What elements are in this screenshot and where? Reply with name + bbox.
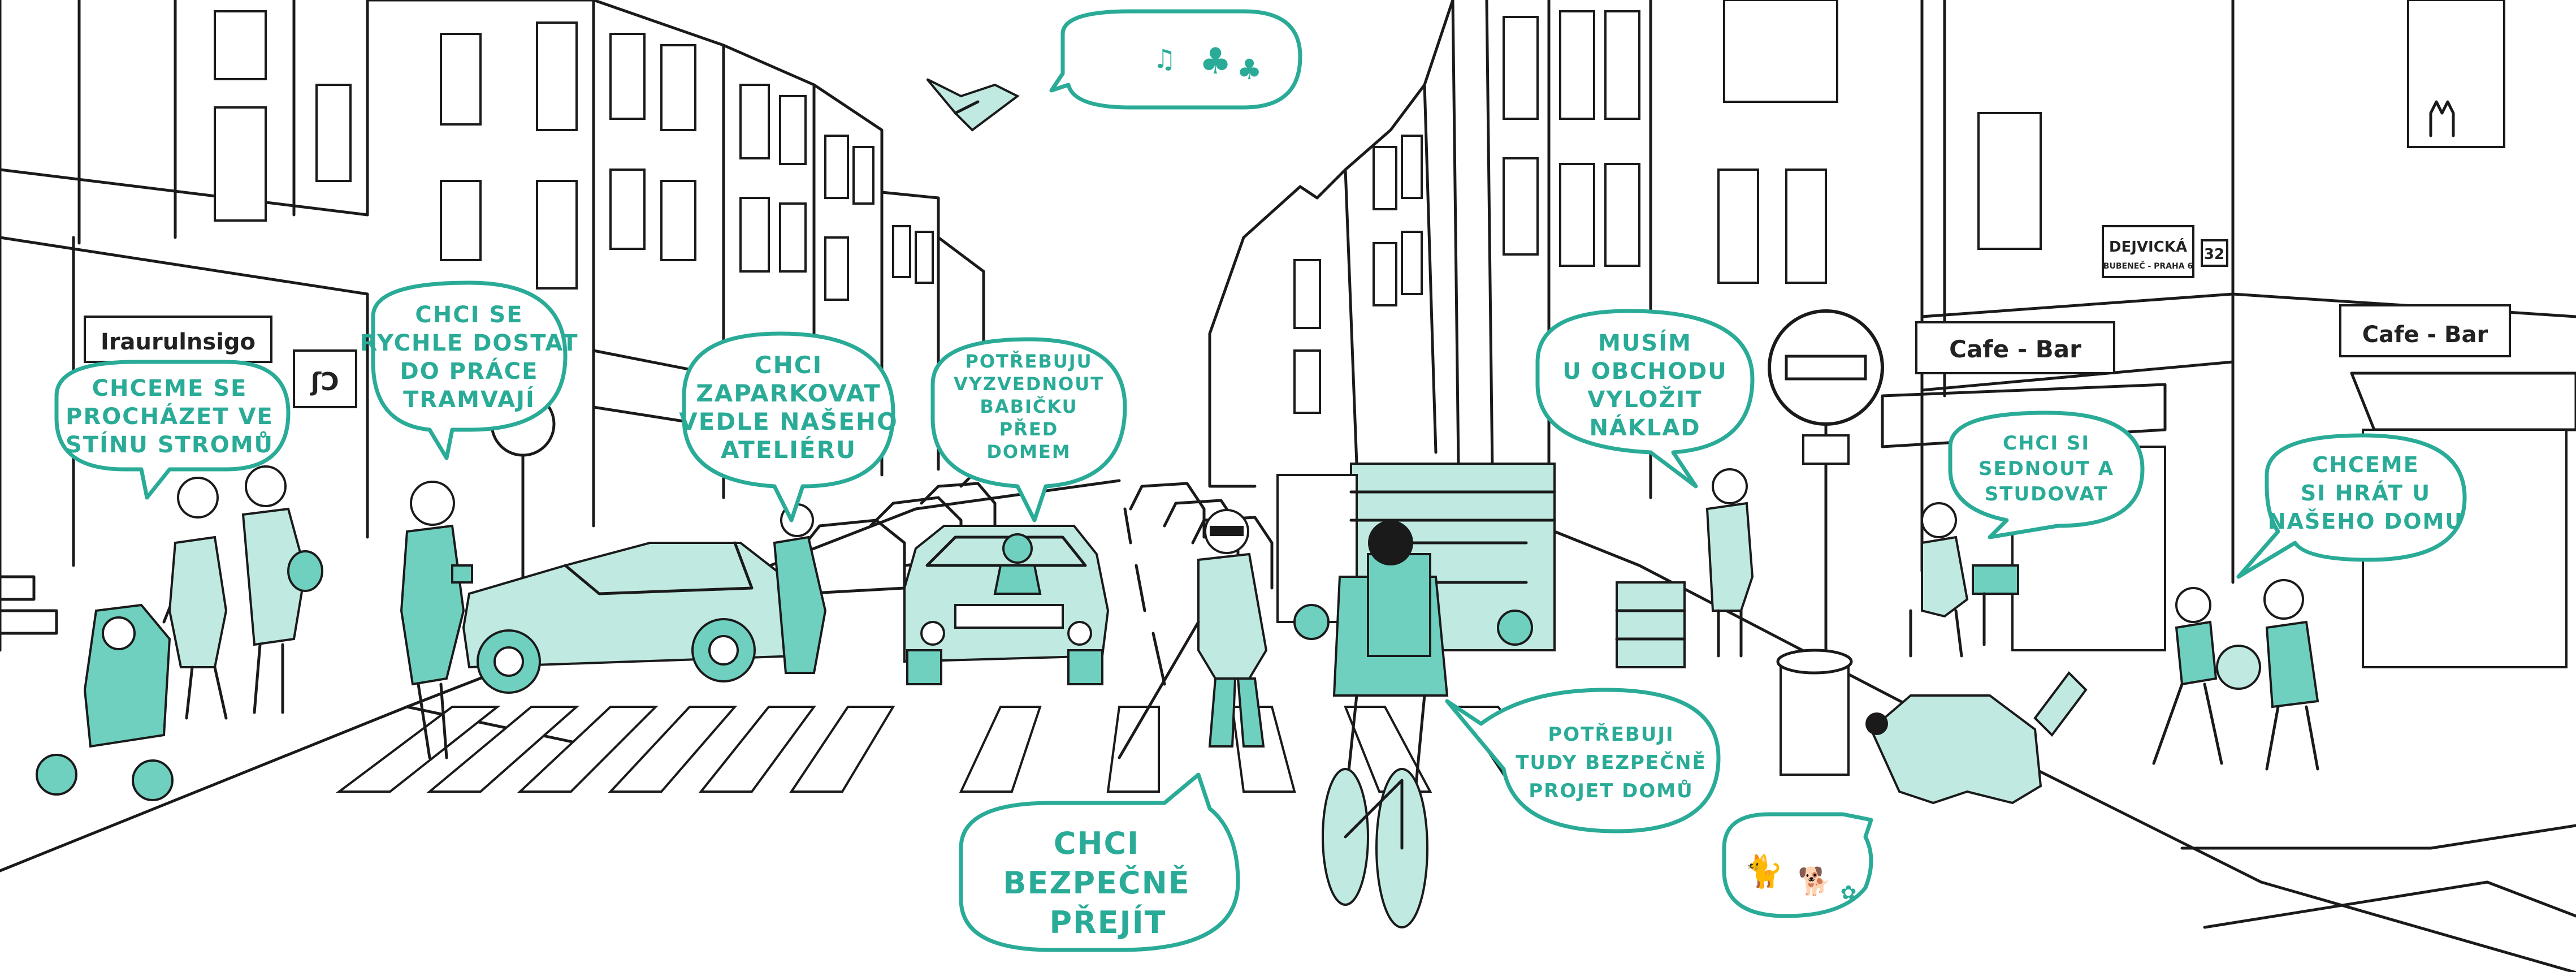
bubble-park: CHCI ZAPARKOVAT VEDLE NAŠEHO ATELIÉRU — [679, 331, 898, 522]
blind-pedestrian — [1118, 509, 1268, 759]
bubble-cycle: POTŘEBUJI TUDY BEZPEČNĚ PROJET DOMŮ — [1445, 688, 1721, 833]
courier-man — [1615, 468, 1754, 668]
parked-car-left — [462, 541, 799, 694]
woman-with-laptop — [1909, 502, 2019, 658]
bubble-tram-line-1: CHCI SE — [415, 302, 523, 328]
bubble-cross-line-1: CHCI — [1054, 826, 1140, 861]
bubble-sit-line-3: STUDOVAT — [1985, 483, 2108, 506]
cafe-bar-sign-2: Cafe - Bar — [2362, 322, 2488, 348]
cat-icon: 🐈 — [1744, 853, 1783, 890]
bubble-tram: CHCI SE RYCHLE DOSTAT DO PRÁCE TRAMVAJÍ — [360, 280, 578, 460]
left-buildings: Iraurulnsigo ʃƆ — [0, 0, 985, 652]
street-name-text: DEJVICKÁ — [2109, 237, 2187, 256]
taxi-driver — [993, 533, 1042, 595]
tree-icon: ♣ — [1199, 41, 1231, 83]
bubble-stroll-line-1: CHCEME SE — [92, 375, 248, 401]
children-playing — [2152, 579, 2319, 771]
bubble-grandma-line-2: VYZVEDNOUT — [954, 373, 1104, 395]
no-entry-sign — [1768, 309, 1884, 669]
bubble-cycle-line-1: POTŘEBUJI — [1548, 723, 1674, 746]
bubble-play-line-2: SI HRÁT U — [2301, 481, 2431, 506]
flower-icon: ✿ — [1841, 882, 1857, 904]
bubble-cross: CHCI BEZPEČNĚ PŘEJÍT — [959, 772, 1240, 952]
shop-sign-left: Iraurulnsigo — [101, 329, 256, 355]
bubble-cross-line-3: PŘEJÍT — [1049, 905, 1166, 940]
bubble-stroll-line-2: PROCHÁZET VE — [66, 403, 274, 430]
bubble-unload-line-2: U OBCHODU — [1562, 358, 1727, 385]
woman-with-bag — [241, 465, 323, 714]
bubble-bird-song: ♫ ♣ ♣ — [1049, 9, 1302, 110]
bubble-dog-dream: 🐈 🐕 ✿ — [1722, 812, 1873, 918]
bubble-grandma-line-4: PŘED — [999, 418, 1059, 440]
bubble-park-line-3: VEDLE NAŠEHO — [679, 407, 898, 435]
businesswoman — [400, 481, 473, 759]
bubble-grandma-line-1: POTŘEBUJU — [965, 351, 1092, 372]
tree-icon: ♣ — [1237, 53, 1262, 86]
cyclist — [1322, 520, 1449, 928]
bubble-play-line-1: CHCEME — [2312, 452, 2419, 477]
bubble-sit-line-2: SEDNOUT A — [1978, 457, 2114, 480]
bubble-cross-line-2: BEZPEČNĚ — [1003, 865, 1190, 901]
dog-icon: 🐕 — [1798, 866, 1832, 897]
cafe-bar-sign-1: Cafe - Bar — [1949, 335, 2081, 363]
bubble-tram-line-4: TRAMVAJÍ — [403, 386, 535, 413]
bubble-grandma: POTŘEBUJU VYZVEDNOUT BABIČKU PŘED DOMEM — [930, 337, 1127, 522]
bubble-sit: CHCI SI SEDNOUT A STUDOVAT — [1948, 411, 2145, 539]
bubble-park-line-4: ATELIÉRU — [721, 435, 856, 464]
bubble-tram-line-2: RYCHLE DOSTAT — [360, 330, 578, 356]
bubble-unload-line-1: MUSÍM — [1598, 329, 1692, 356]
street-sub-text: BUBENEČ - PRAHA 6 — [2103, 261, 2193, 271]
trash-bin — [1776, 649, 1853, 776]
bubble-sit-line-1: CHCI SI — [2003, 432, 2090, 455]
bubble-unload: MUSÍM U OBCHODU VYLOŽIT NÁKLAD — [1535, 309, 1755, 489]
bubble-stroll: CHCEME SE PROCHÁZET VE STÍNU STROMŮ — [54, 360, 291, 500]
bubble-stroll-line-3: STÍNU STROMŮ — [66, 430, 274, 458]
bubble-play-line-3: NAŠEHO DOMU — [2268, 509, 2464, 534]
street-name-sign — [2102, 225, 2194, 278]
bubble-park-line-1: CHCI — [755, 351, 822, 379]
mother-with-stroller — [36, 477, 228, 801]
music-note-icon: ♫ — [1153, 44, 1176, 74]
bird — [926, 78, 1020, 132]
bubble-unload-line-4: NÁKLAD — [1589, 414, 1700, 441]
bubble-grandma-line-3: BABIČKU — [980, 395, 1077, 417]
house-number: 32 — [2204, 246, 2224, 263]
bubble-tram-line-3: DO PRÁCE — [400, 357, 539, 385]
dog — [1865, 671, 2088, 805]
svg-text:ʃƆ: ʃƆ — [310, 368, 340, 396]
bubble-park-line-2: ZAPARKOVAT — [696, 379, 881, 407]
bubble-cycle-line-3: PROJET DOMŮ — [1529, 779, 1693, 802]
bubble-cycle-line-2: TUDY BEZPEČNĚ — [1516, 751, 1707, 774]
bubble-grandma-line-5: DOMEM — [986, 441, 1071, 463]
bubble-play: CHCEME SI HRÁT U NAŠEHO DOMU — [2236, 433, 2467, 579]
bubble-unload-line-3: VYLOŽIT — [1587, 386, 1702, 413]
